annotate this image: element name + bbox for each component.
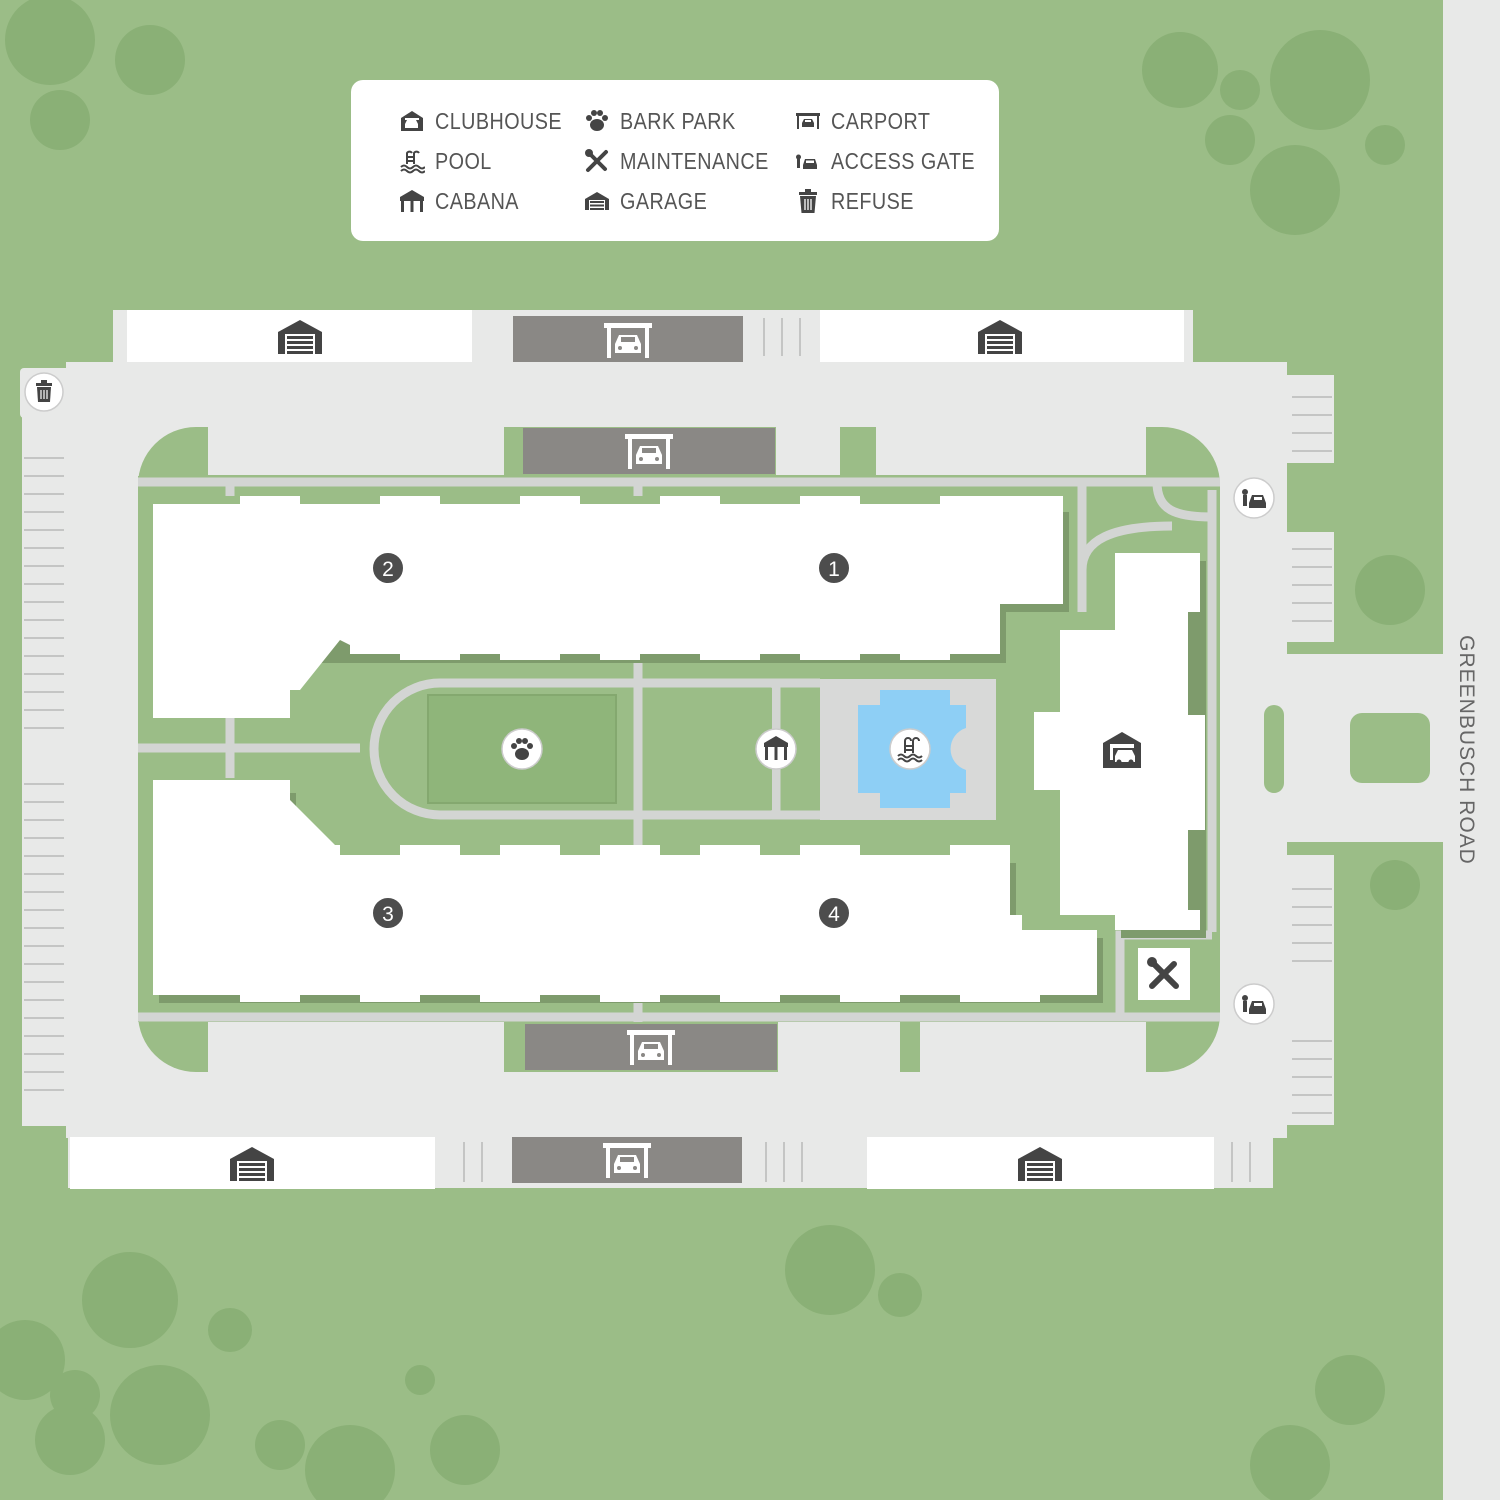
legend-label: ACCESS GATE: [831, 147, 975, 174]
legend-item-pool[interactable]: POOL: [399, 146, 501, 176]
legend-item-maintenance[interactable]: MAINTENANCE: [584, 146, 793, 176]
paw-icon: [511, 738, 533, 760]
legend-label: POOL: [435, 147, 492, 174]
wrench-icon: [585, 149, 608, 172]
bark-park-marker[interactable]: [501, 728, 543, 770]
pool-icon: [897, 737, 923, 763]
building-badge-3[interactable]: 3: [371, 896, 405, 930]
trash-icon: [799, 189, 817, 213]
cabana-marker[interactable]: [755, 728, 797, 770]
building-number: 2: [382, 558, 394, 581]
legend-item-garage[interactable]: GARAGE: [584, 186, 721, 216]
road-label: GREENBUSCH ROAD: [1455, 635, 1478, 865]
pool-icon: [400, 150, 425, 174]
access-gate-icon: [796, 154, 817, 169]
wrench-icon: [1147, 957, 1179, 989]
legend-label: BARK PARK: [620, 107, 736, 134]
legend-item-cabana[interactable]: CABANA: [399, 186, 533, 216]
legend-label: CABANA: [435, 187, 519, 214]
clubhouse-icon: [401, 111, 423, 131]
clubhouse-icon: [1103, 732, 1141, 768]
building-badge-1[interactable]: 1: [817, 551, 851, 585]
trees: [0, 0, 1425, 1500]
legend-label: MAINTENANCE: [620, 147, 769, 174]
legend-label: CLUBHOUSE: [435, 107, 562, 134]
legend-label: GARAGE: [620, 187, 708, 214]
building-number: 4: [828, 903, 840, 926]
walkways: [138, 477, 1220, 1022]
building-badge-4[interactable]: 4: [817, 896, 851, 930]
legend-item-refuse[interactable]: REFUSE: [795, 186, 927, 216]
garage-icon: [585, 192, 609, 210]
carport-icon: [796, 113, 820, 129]
refuse-marker[interactable]: [24, 372, 64, 412]
legend-item-clubhouse[interactable]: CLUBHOUSE: [399, 106, 583, 136]
legend-item-bark-park[interactable]: BARK PARK: [584, 106, 754, 136]
legend-label: CARPORT: [831, 107, 931, 134]
legend: CLUBHOUSE POOL CABANA BARK PARK MAINTENA…: [351, 80, 999, 241]
pool-marker[interactable]: [889, 728, 931, 770]
legend-item-access-gate[interactable]: ACCESS GATE: [795, 146, 998, 176]
legend-item-carport[interactable]: CARPORT: [795, 106, 947, 136]
legend-label: REFUSE: [831, 187, 914, 214]
access-gate-marker[interactable]: [1233, 983, 1275, 1025]
access-gate-marker[interactable]: [1233, 477, 1275, 519]
building-badge-2[interactable]: 2: [371, 551, 405, 585]
building-number: 1: [828, 558, 840, 581]
building-number: 3: [382, 903, 394, 926]
paw-icon: [586, 110, 608, 131]
cabana-icon: [400, 190, 424, 212]
trash-icon: [36, 380, 52, 402]
cabana-icon: [764, 736, 788, 760]
